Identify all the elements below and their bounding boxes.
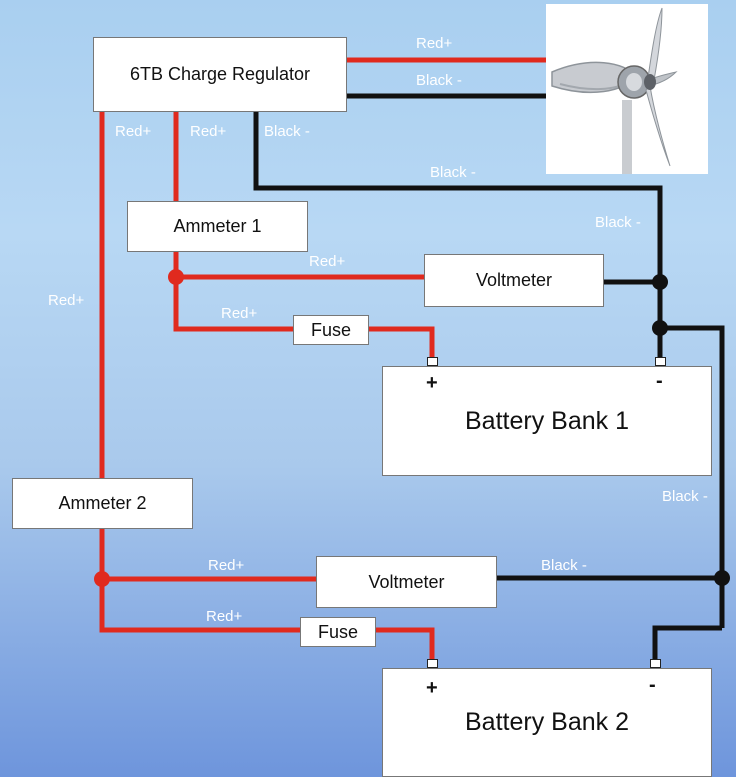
voltmeter-2: Voltmeter bbox=[316, 556, 497, 608]
label-black-top-run: Black - bbox=[430, 164, 476, 181]
battery1-positive-terminal bbox=[427, 357, 438, 366]
junction-black-1 bbox=[652, 274, 668, 290]
junction-black-2 bbox=[652, 320, 668, 336]
fuse-1: Fuse bbox=[293, 315, 369, 345]
battery2-minus-sign: - bbox=[649, 674, 656, 696]
regulator-black-wire bbox=[253, 112, 663, 357]
label-volt1-red: Red+ bbox=[309, 253, 346, 270]
fuse1-red-to-battery1 bbox=[369, 326, 435, 357]
ammeter2-red-to-fuse2 bbox=[99, 529, 300, 633]
label-black-right-1: Black - bbox=[595, 214, 641, 231]
label-volt2-black: Black - bbox=[541, 557, 587, 574]
battery1-minus-sign: - bbox=[656, 370, 663, 392]
fuse2-red-to-battery2 bbox=[376, 627, 435, 660]
label-turbine-red: Red+ bbox=[416, 35, 453, 52]
charge-regulator: 6TB Charge Regulator bbox=[93, 37, 347, 112]
junction-red-2 bbox=[94, 571, 110, 587]
label-fuse1-red: Red+ bbox=[221, 305, 258, 322]
fuse-2: Fuse bbox=[300, 617, 376, 647]
battery2-positive-terminal bbox=[427, 659, 438, 668]
label-reg-red-mid: Red+ bbox=[190, 123, 227, 140]
junction-black-3 bbox=[714, 570, 730, 586]
black-to-battery2-negative bbox=[652, 625, 722, 660]
ammeter-2: Ammeter 2 bbox=[12, 478, 193, 529]
battery1-negative-terminal bbox=[655, 357, 666, 366]
label-volt2-red: Red+ bbox=[208, 557, 245, 574]
battery1-plus-sign: + bbox=[426, 372, 438, 394]
label-reg-red-left: Red+ bbox=[115, 123, 152, 140]
battery-bank-2: Battery Bank 2 bbox=[382, 668, 712, 777]
junction-red-1 bbox=[168, 269, 184, 285]
battery-bank-1: Battery Bank 1 bbox=[382, 366, 712, 476]
battery2-plus-sign: + bbox=[426, 677, 438, 699]
label-reg-black: Black - bbox=[264, 123, 310, 140]
battery2-negative-terminal bbox=[650, 659, 661, 668]
ammeter-1: Ammeter 1 bbox=[127, 201, 308, 252]
label-black-right-2: Black - bbox=[662, 488, 708, 505]
label-fuse2-red: Red+ bbox=[206, 608, 243, 625]
black-bus-wire bbox=[660, 325, 725, 628]
label-left-red: Red+ bbox=[48, 292, 85, 309]
label-turbine-black: Black - bbox=[416, 72, 462, 89]
voltmeter-1: Voltmeter bbox=[424, 254, 604, 307]
wind-turbine-icon bbox=[546, 4, 708, 174]
